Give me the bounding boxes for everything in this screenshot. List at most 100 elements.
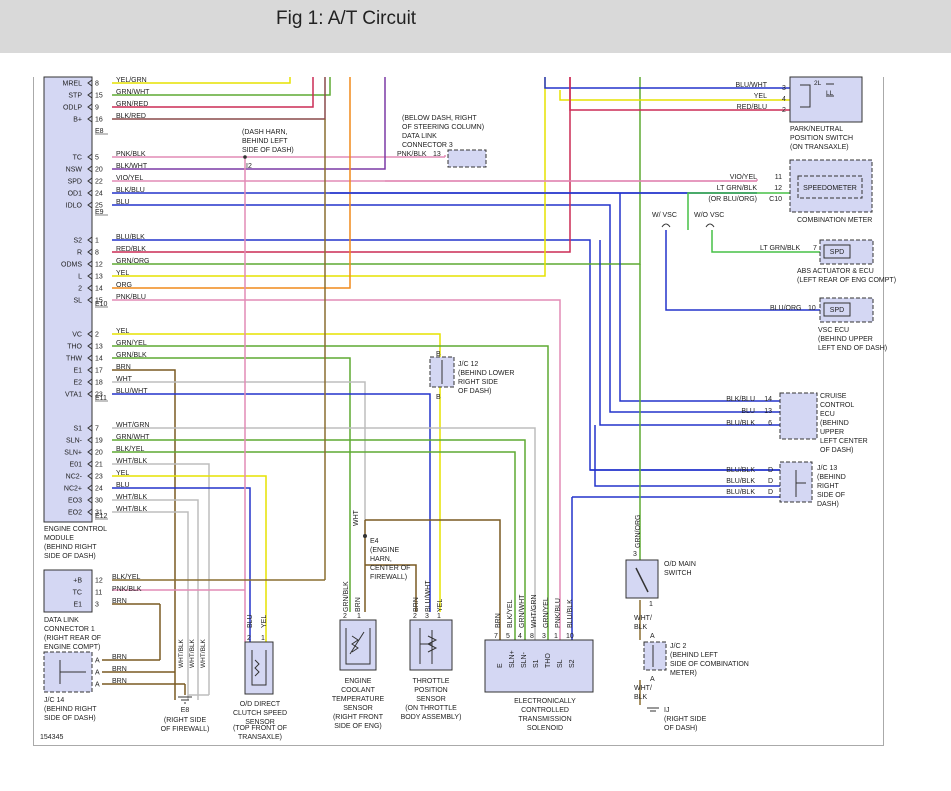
pin-arrow (87, 248, 93, 256)
wire-label: YEL/GRN (116, 77, 147, 84)
dlc3-block (447, 149, 487, 168)
wire-nsw (112, 77, 386, 170)
tps-brn (365, 564, 417, 612)
wire-label: WHT/BLK (200, 638, 207, 668)
jc13-label: RIGHT (817, 483, 840, 490)
jc12-pin: B (436, 351, 441, 358)
pin-arrow (87, 79, 93, 87)
wire-label: WHT/GRN (116, 422, 149, 429)
wire-label: PNK/BLU (555, 598, 562, 628)
wire-label: BLU/WHT (736, 82, 768, 89)
ecm-pin-name: 2 (78, 286, 82, 293)
wire-stp (112, 77, 331, 96)
thermistor-symbol (349, 631, 365, 655)
jc14-pin: A (95, 670, 100, 677)
vsc-label: VSC ECU (818, 327, 849, 334)
wire-label: YEL (116, 470, 129, 477)
e4-junction-dot (363, 534, 367, 538)
components-layer (43, 76, 874, 712)
coolant-pin: 1 (357, 613, 361, 620)
wire-label: YEL (116, 328, 129, 335)
ecm-pin-number: 18 (95, 380, 103, 387)
wire-odms (112, 77, 641, 265)
wire-label: BRN (112, 666, 127, 673)
solenoid-label: TRANSMISSION (518, 716, 571, 723)
ecm-pin-number: 13 (95, 344, 103, 351)
solenoid-terminal: THO (545, 653, 552, 668)
pn-label: PARK/NEUTRAL (790, 126, 843, 133)
tps-pin: 2 (413, 613, 417, 620)
pin-arrow (87, 201, 93, 209)
solenoid-pin: 3 (542, 633, 546, 640)
solenoid-pin: 7 (494, 633, 498, 640)
ij-id: IJ (664, 707, 669, 714)
ecm-pin-name: ODMS (61, 262, 82, 269)
wires-layer (102, 77, 820, 705)
e4-label: HARN, (370, 556, 392, 563)
wire-label: BLU/BLK (726, 489, 755, 496)
od1-cruise-blk-blu (619, 193, 780, 402)
dlc3-label: DATA LINK (402, 133, 437, 140)
pin-arrow (87, 236, 93, 244)
wire-odlp (112, 77, 314, 108)
pin-arrow (87, 189, 93, 197)
dlc1-label: DATA LINK (44, 617, 79, 624)
jc14-label: (BEHIND RIGHT (44, 706, 97, 713)
jc13-label: (BEHIND (817, 474, 846, 481)
od-pin: 3 (633, 551, 637, 558)
ecm-pin-name: EO2 (68, 510, 82, 517)
speedometer-pin: C10 (769, 196, 782, 203)
pin-arrow (87, 472, 93, 480)
wire-label: BLU/BLK (726, 467, 755, 474)
dlc1-block (43, 569, 93, 613)
ecm-pin-name: SPD (68, 179, 82, 186)
dlc3-label: OF STEERING COLUMN) (402, 124, 484, 131)
wire-label: GRN/BLK (116, 352, 147, 359)
wire-sl (112, 299, 561, 640)
wire-label: BLK (634, 624, 648, 631)
pn-blu-wht (544, 77, 790, 89)
cruise-pin: 13 (764, 408, 772, 415)
pin-arrow (87, 330, 93, 338)
pin-arrow (87, 272, 93, 280)
pin-arrow (87, 103, 93, 111)
pn-pin: 3 (782, 85, 786, 92)
wire-label: WHT/GRN (531, 595, 538, 628)
wire-label: PNK/BLU (116, 294, 146, 301)
wire-e2 (112, 381, 366, 520)
solenoid-terminal: S1 (533, 659, 540, 668)
jc2-pin: A (650, 633, 655, 640)
ecm-pin-number: 15 (95, 93, 103, 100)
cruise-pin: 14 (764, 396, 772, 403)
speed-sensor-label: TRANSAXLE) (238, 734, 282, 741)
abs-lt-grn (711, 230, 820, 253)
jc12-label: (BEHIND LOWER (458, 370, 514, 377)
solenoid-pin: 5 (506, 633, 510, 640)
pin-arrow (87, 260, 93, 268)
ecm-pin-name: SLN- (66, 438, 83, 445)
pn-mark: LL (826, 90, 834, 97)
ecm-pin-name: NSW (66, 167, 83, 174)
pin-arrow (87, 390, 93, 398)
ecm-pin-name: E1 (73, 368, 82, 375)
jc13-label: DASH) (817, 501, 839, 508)
ecm-pin-name: NC2- (66, 474, 83, 481)
e4-id: E4 (370, 538, 379, 545)
cruise-label: (BEHIND (820, 420, 849, 427)
ecm-pin-number: 22 (95, 179, 103, 186)
ecm-pin-number: 13 (95, 274, 103, 281)
wire-label: BLK (634, 694, 648, 701)
vsc-blu-org (665, 230, 820, 311)
ecm-pin-number: 30 (95, 498, 103, 505)
pn-yel (559, 90, 790, 101)
solenoid-label: ELECTRONICALLY (514, 698, 576, 705)
wire-label: BLK/BLU (726, 396, 755, 403)
ecm-pin-name: E01 (70, 462, 83, 469)
coolant-label: ENGINE (345, 678, 372, 685)
wire-label: BLU (247, 614, 254, 628)
wire-label: WHT/ (634, 685, 652, 692)
wire-label: BLU/BLK (726, 420, 755, 427)
pin-arrow (87, 508, 93, 516)
wire-2 (112, 77, 351, 289)
speedometer-name: SPEEDOMETER (803, 185, 857, 192)
